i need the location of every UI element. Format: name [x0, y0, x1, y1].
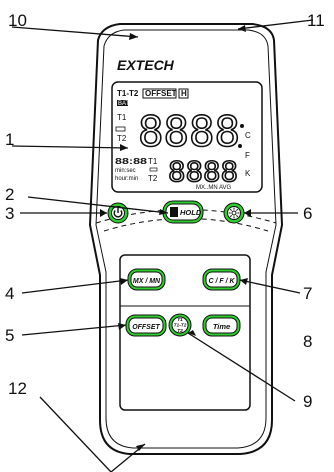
time-label: Time	[213, 322, 230, 331]
leader-12a	[39, 396, 112, 472]
leader-11	[237, 19, 314, 30]
offset-label: OFFSET	[132, 324, 160, 331]
leader-1	[11, 145, 129, 149]
callout-3: 3	[5, 204, 14, 223]
hold-button-label: HOLD	[180, 208, 202, 217]
power-icon	[113, 208, 123, 218]
main-reading: 8888	[138, 107, 240, 156]
lcd-mode-t1t2: T1-T2	[117, 89, 139, 98]
arrowhead-6	[244, 209, 251, 217]
callout-8: 8	[303, 332, 312, 351]
lcd-t2-lower: T2	[148, 174, 158, 183]
battery-icon	[117, 100, 128, 106]
arrowhead-11	[238, 25, 246, 32]
unit-fahrenheit: F	[245, 151, 250, 160]
lcd-display: T1-T2 OFFSET H BAT T1 T2 8888 C F 88:88 …	[111, 81, 263, 193]
callout-9: 9	[303, 392, 312, 411]
lcd-bat: BAT	[118, 101, 130, 107]
callout-7: 7	[303, 284, 312, 303]
lcd-t1-lower: T1	[148, 157, 158, 166]
label-stats: MX..MN AVG	[196, 185, 232, 191]
backlight-button[interactable]	[223, 202, 245, 224]
lcd-t2-upper: T2	[117, 134, 127, 143]
callout-4: 4	[5, 284, 14, 303]
t1-t2-button[interactable]: T1 T1-T2 T2	[168, 313, 192, 337]
leader-10	[11, 26, 139, 38]
arrowhead-7	[240, 278, 248, 285]
unit-celsius: C	[245, 131, 251, 140]
leader-7	[239, 279, 301, 294]
t2-label: T2	[177, 328, 183, 334]
callout-1: 1	[5, 130, 14, 149]
arrowhead-4	[120, 278, 128, 285]
leader-4	[21, 279, 129, 294]
arrowhead-9	[188, 330, 196, 336]
time-button[interactable]: Time	[202, 314, 241, 337]
sub-reading: 8888	[168, 155, 238, 188]
backlight-block-icon	[170, 207, 178, 217]
arrowhead-1	[120, 144, 128, 151]
arrowheads	[100, 25, 251, 451]
t1-t2-label: T1-T2	[174, 323, 187, 329]
brand-logo: EXTECH	[117, 57, 175, 73]
arrowhead-2	[159, 209, 168, 215]
cfk-label: C / F / K	[208, 278, 235, 285]
callout-6: 6	[303, 204, 312, 223]
lcd-mode-hold: H	[181, 89, 187, 98]
callout-5: 5	[5, 326, 14, 345]
label-hour-min: hour:min	[115, 176, 138, 182]
lcd-t1-upper: T1	[117, 113, 127, 122]
lcd-mode-offset: OFFSET	[145, 89, 177, 98]
leader-5	[21, 324, 127, 336]
offset-button[interactable]: OFFSET	[125, 314, 167, 337]
arrowhead-10	[129, 33, 138, 40]
mx-mn-label: MX / MN	[133, 278, 161, 285]
arrowhead-3	[100, 209, 107, 217]
callout-11: 11	[307, 11, 325, 30]
arrowhead-5	[118, 323, 126, 330]
cfk-button[interactable]: C / F / K	[202, 268, 241, 291]
callout-12: 12	[8, 379, 27, 398]
callout-2: 2	[5, 185, 14, 204]
leader-9	[187, 332, 296, 402]
leader-lines	[11, 19, 314, 472]
unit-kelvin: K	[245, 169, 251, 178]
arrowhead-12	[136, 444, 145, 451]
t1-label: T1	[177, 317, 183, 323]
hold-button[interactable]: HOLD	[162, 200, 204, 224]
leader-2	[27, 196, 169, 214]
callout-10: 10	[8, 11, 27, 30]
mx-mn-button[interactable]: MX / MN	[127, 268, 166, 291]
sun-icon	[228, 207, 240, 219]
label-min-sec: min:sec	[115, 168, 136, 174]
clock-reading: 88:88	[115, 157, 148, 166]
